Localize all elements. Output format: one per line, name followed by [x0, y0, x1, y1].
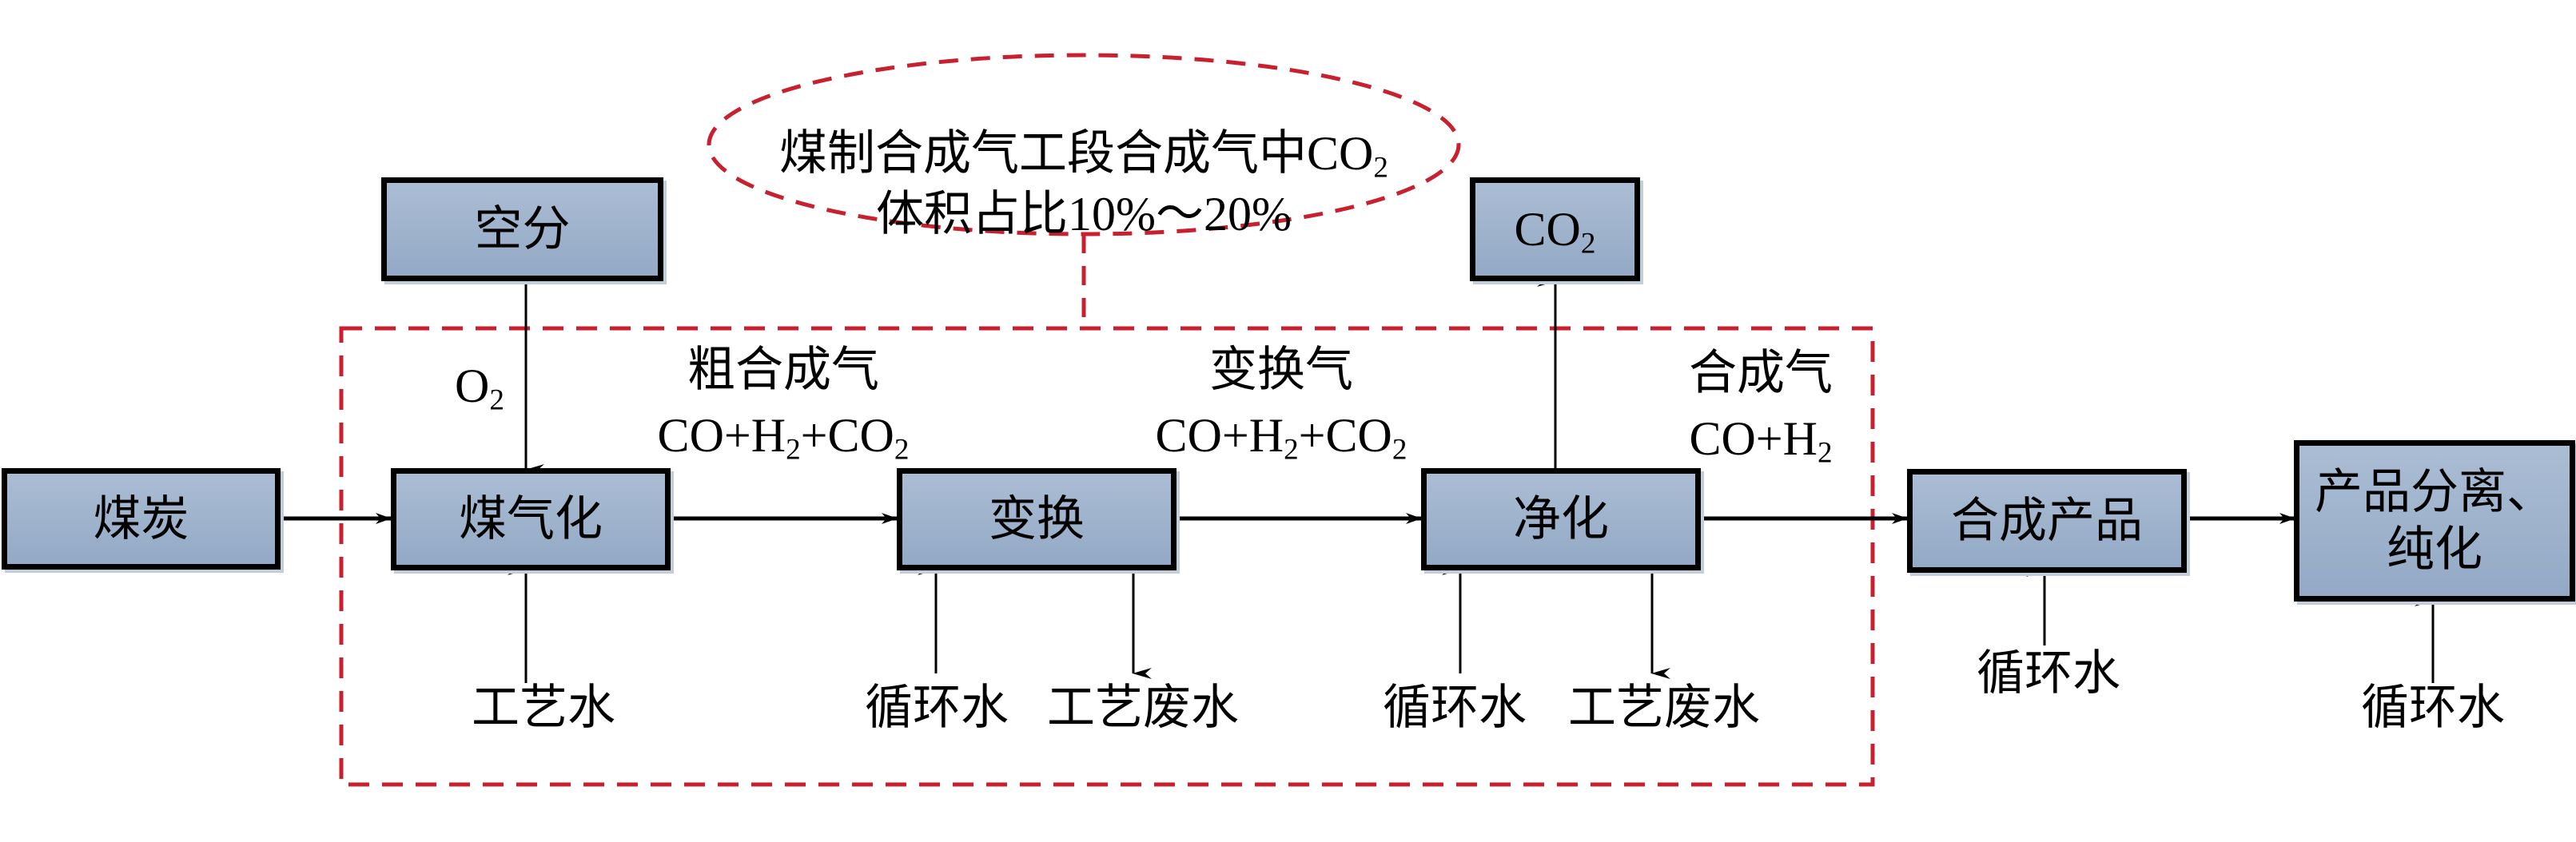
- formula-part: CO+H: [1689, 412, 1818, 465]
- box-air-separation: 空分: [381, 177, 663, 281]
- formula-part: CO+H: [1155, 409, 1284, 462]
- stream-formula-syngas: CO+H2: [1689, 412, 1832, 467]
- stream-label-shifted-gas: 变换气: [1209, 344, 1353, 396]
- stream-label-synthesis-cooling-water: 循环水: [1977, 647, 2120, 700]
- box-separation-label-line1: 产品分离、: [2315, 466, 2554, 518]
- box-separation-purification: 产品分离、 纯化: [2294, 440, 2575, 602]
- stream-label-purification-wastewater: 工艺废水: [1568, 681, 1760, 734]
- stream-label-shift-cooling-water: 循环水: [865, 681, 1009, 734]
- stream-label-crude-syngas: 粗合成气: [687, 344, 879, 396]
- formula-subscript: 2: [786, 433, 801, 467]
- formula-subscript: 2: [1817, 436, 1833, 470]
- box-air-separation-label: 空分: [474, 203, 571, 256]
- annotation-line2: 体积占比10%～20%: [876, 188, 1292, 240]
- box-shift-label: 变换: [989, 493, 1085, 546]
- formula-subscript: 2: [1392, 433, 1407, 467]
- stream-formula-crude-syngas: CO+H2+CO2: [657, 409, 910, 464]
- stream-label-process-water: 工艺水: [472, 681, 615, 734]
- stream-label-oxygen: O2: [455, 359, 504, 415]
- stream-label-purification-cooling-water: 循环水: [1383, 681, 1527, 734]
- box-separation-label-line2: 纯化: [2387, 523, 2482, 576]
- syngas-section-boundary: [339, 326, 1875, 787]
- box-co2: CO2: [1470, 177, 1640, 281]
- box-coal: 煤炭: [2, 468, 281, 570]
- box-coal-label: 煤炭: [93, 492, 189, 546]
- box-synthesis-label: 合成产品: [1951, 494, 2143, 547]
- annotation-line1-subscript: 2: [1373, 151, 1388, 185]
- stream-label-separation-cooling-water: 循环水: [2361, 681, 2505, 734]
- co2-formula-base: CO: [1514, 203, 1581, 256]
- box-shift: 变换: [897, 468, 1177, 570]
- oxygen-formula-subscript: 2: [489, 383, 504, 417]
- annotation-line1: 煤制合成气工段合成气中CO2: [779, 127, 1388, 182]
- box-purification-label: 净化: [1513, 493, 1609, 546]
- box-gasification: 煤气化: [391, 468, 671, 570]
- stream-formula-shifted-gas: CO+H2+CO2: [1155, 409, 1407, 464]
- oxygen-formula-base: O: [455, 359, 490, 412]
- box-gasification-label: 煤气化: [459, 493, 603, 546]
- stream-label-shift-wastewater: 工艺废水: [1047, 681, 1239, 734]
- co2-formula-subscript: 2: [1580, 227, 1596, 260]
- annotation-line1-text: 煤制合成气工段合成气中CO: [779, 127, 1374, 180]
- box-purification: 净化: [1421, 468, 1701, 570]
- formula-subscript: 2: [894, 433, 910, 467]
- formula-part: CO+H: [657, 409, 786, 462]
- formula-subscript: 2: [1284, 433, 1299, 467]
- box-co2-label: CO2: [1515, 201, 1596, 258]
- formula-part: +CO: [800, 409, 894, 462]
- formula-part: +CO: [1298, 409, 1392, 462]
- box-synthesis: 合成产品: [1907, 469, 2187, 573]
- stream-label-syngas: 合成气: [1689, 347, 1833, 399]
